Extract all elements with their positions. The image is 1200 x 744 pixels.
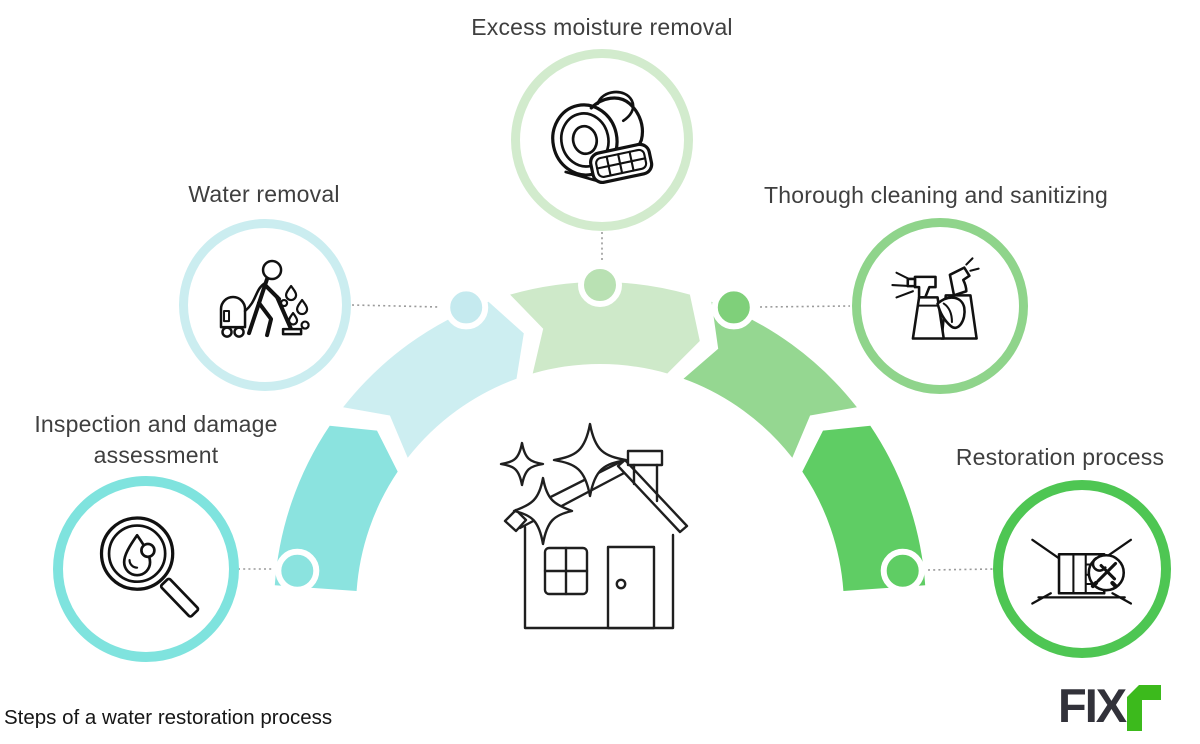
process-arc-segment-1 bbox=[274, 425, 398, 591]
water-removal-circle bbox=[179, 219, 351, 391]
spray-bottles-icon bbox=[891, 257, 981, 341]
process-step-node-1 bbox=[275, 548, 320, 593]
process-arc-segment-4 bbox=[683, 301, 857, 458]
process-step-node-3 bbox=[578, 263, 622, 307]
fixr-logo-r-glyph bbox=[1127, 685, 1162, 731]
step-label-excess-moisture: Excess moisture removal bbox=[471, 14, 733, 40]
process-arc-segment-5 bbox=[802, 425, 926, 591]
process-arc bbox=[274, 263, 926, 593]
fixr-logo-text: FIX bbox=[1058, 679, 1127, 732]
process-step-node-2 bbox=[444, 285, 489, 330]
fixr-logo: FIX bbox=[1058, 679, 1162, 732]
connector-line-4 bbox=[759, 305, 851, 308]
magnifier-water-drop-icon bbox=[100, 516, 200, 619]
step-label-inspection: Inspection and damage assessment bbox=[34, 411, 278, 468]
wet-vacuum-person-icon bbox=[219, 259, 310, 338]
sparkling-clean-house-icon bbox=[499, 422, 689, 630]
diagram-caption: Steps of a water restoration process bbox=[4, 706, 333, 729]
step-label-cleaning: Thorough cleaning and sanitizing bbox=[764, 182, 1108, 208]
restoration-circle bbox=[993, 480, 1171, 658]
process-step-node-4 bbox=[711, 285, 756, 330]
excess-moisture-circle bbox=[511, 49, 693, 231]
inspection-circle bbox=[53, 476, 239, 662]
connector-line-5 bbox=[927, 568, 996, 571]
step-label-restoration: Restoration process bbox=[955, 444, 1165, 470]
cleaning-circle bbox=[852, 218, 1028, 394]
connector-line-2 bbox=[351, 304, 441, 308]
air-mover-icon bbox=[551, 90, 654, 185]
step-label-water-removal: Water removal bbox=[188, 181, 340, 207]
process-arc-segment-2 bbox=[343, 301, 524, 458]
restored-room-tools-icon bbox=[1031, 539, 1133, 606]
process-arc-segment-3 bbox=[510, 281, 700, 374]
connector-lines bbox=[238, 232, 996, 571]
process-step-node-5 bbox=[880, 548, 925, 593]
